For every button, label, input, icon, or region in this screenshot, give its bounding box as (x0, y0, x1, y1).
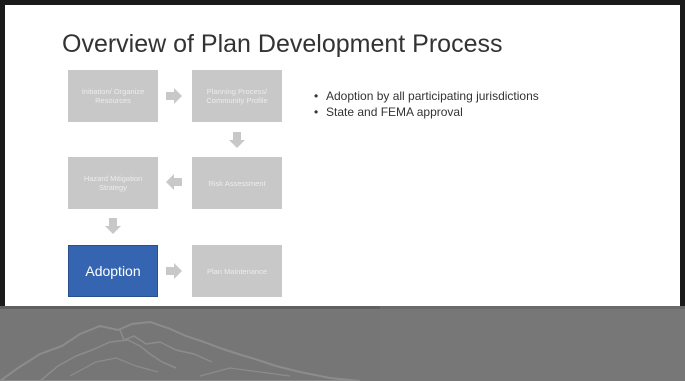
slide-frame-right (680, 0, 685, 381)
slide-title: Overview of Plan Development Process (62, 30, 503, 58)
footer-divider (0, 306, 685, 309)
process-step-planning: Planning Process/ Community Profile (192, 70, 282, 122)
bullet-dot-icon: • (314, 105, 319, 119)
bullet-text: State and FEMA approval (326, 105, 463, 119)
process-step-risk-assessment: Risk Assessment (192, 157, 282, 209)
process-step-adoption: Adoption (68, 245, 158, 297)
process-step-hazard-mitigation: Hazard Mitigation Strategy (68, 157, 158, 209)
footer-band (0, 306, 685, 381)
process-step-initiation: Initiation/ Organize Resources (68, 70, 158, 122)
bullet-list: • Adoption by all participating jurisdict… (314, 88, 539, 120)
arrow-right-icon (166, 88, 182, 104)
arrow-down-icon (105, 218, 121, 234)
bullet-item: • Adoption by all participating jurisdict… (314, 88, 539, 104)
arrow-down-icon (229, 132, 245, 148)
slide-frame-top (0, 0, 685, 5)
mountain-watermark-icon (0, 306, 685, 381)
arrow-right-icon (166, 263, 182, 279)
bullet-item: • State and FEMA approval (314, 104, 539, 120)
slide-frame-left (0, 0, 5, 381)
bullet-dot-icon: • (314, 89, 319, 103)
bullet-text: Adoption by all participating jurisdicti… (326, 89, 539, 103)
process-step-plan-maintenance: Plan Maintenance (192, 245, 282, 297)
arrow-left-icon (166, 174, 182, 190)
